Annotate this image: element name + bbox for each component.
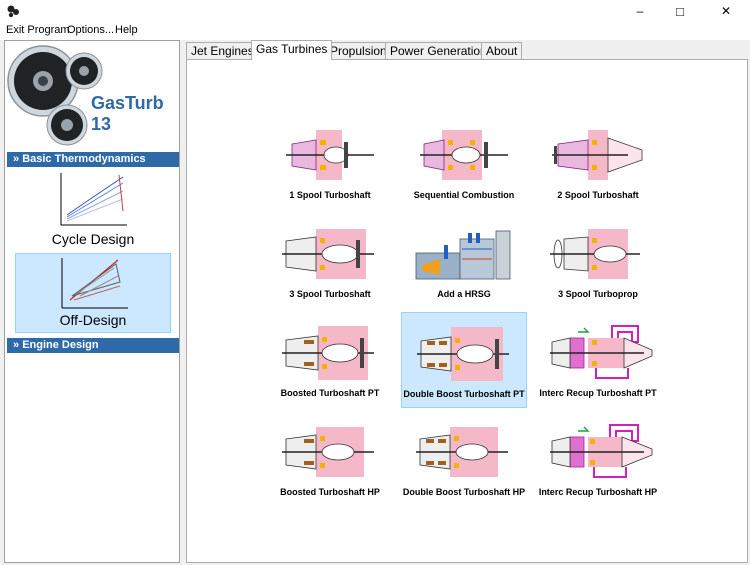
- engine-item[interactable]: Interc Recup Turboshaft HP: [535, 411, 661, 507]
- menu-exit-program[interactable]: Exit Program: [6, 24, 70, 36]
- engine-item-label: Double Boost Turboshaft PT: [403, 389, 525, 399]
- nav-cycle-design-label: Cycle Design: [51, 231, 135, 247]
- engine-item[interactable]: Double Boost Turboshaft PT: [401, 312, 527, 408]
- hrsg-icon: [415, 230, 511, 280]
- engine-grid-panel: 1 Spool Turboshaft Sequential Combustion…: [186, 59, 748, 563]
- menu-help[interactable]: Help: [115, 24, 138, 36]
- engine-item-label: 3 Spool Turboprop: [558, 289, 638, 299]
- nav-off-design-label: Off-Design: [59, 312, 127, 328]
- gasturb-logo: [7, 45, 103, 146]
- engine-item-label: Boosted Turboshaft HP: [280, 487, 380, 497]
- interc-recup-turboshaft-hp-icon: [550, 424, 653, 478]
- engine-item[interactable]: Sequential Combustion: [401, 114, 527, 210]
- engine-item-label: Sequential Combustion: [413, 190, 515, 200]
- engine-item[interactable]: Double Boost Turboshaft HP: [401, 411, 527, 507]
- engine-item[interactable]: 1 Spool Turboshaft: [267, 114, 393, 210]
- minimize-button[interactable]: –: [620, 0, 660, 22]
- close-button[interactable]: ✕: [706, 0, 746, 22]
- engine-item[interactable]: 3 Spool Turboprop: [535, 213, 661, 309]
- close-icon: ✕: [720, 4, 732, 18]
- turboprop-3spool-icon: [550, 229, 640, 279]
- engine-item[interactable]: Boosted Turboshaft PT: [267, 312, 393, 408]
- cycle-chart-icon: [60, 173, 127, 226]
- sequential-combustion-icon: [420, 130, 508, 180]
- engine-item-label: Boosted Turboshaft PT: [280, 388, 380, 398]
- offdesign-chart-icon: [61, 258, 128, 309]
- boosted-turboshaft-hp-icon: [282, 427, 374, 477]
- nav-off-design[interactable]: Off-Design: [15, 253, 171, 333]
- engine-item[interactable]: Interc Recup Turboshaft PT: [535, 312, 661, 408]
- nav-cycle-design[interactable]: Cycle Design: [15, 171, 171, 251]
- tab-jet-engines[interactable]: Jet Engines: [186, 42, 259, 60]
- engine-item[interactable]: 2 Spool Turboshaft: [535, 114, 661, 210]
- double-boost-turboshaft-pt-icon: [417, 327, 509, 381]
- engine-item[interactable]: 3 Spool Turboshaft: [267, 213, 393, 309]
- engine-item-label: 2 Spool Turboshaft: [557, 190, 639, 200]
- maximize-icon: □: [676, 3, 684, 19]
- engine-item[interactable]: Add a HRSG: [401, 213, 527, 309]
- interc-recup-turboshaft-pt-icon: [550, 325, 653, 379]
- engine-item-label: Interc Recup Turboshaft HP: [538, 487, 658, 497]
- basic-thermodynamics-header[interactable]: » Basic Thermodynamics: [7, 152, 179, 167]
- menu-options[interactable]: Options...: [67, 24, 115, 36]
- maximize-button[interactable]: □: [660, 0, 700, 22]
- engine-item[interactable]: Boosted Turboshaft HP: [267, 411, 393, 507]
- menu-bar: Exit Program Options... Help: [0, 22, 750, 40]
- engine-item-label: 3 Spool Turboshaft: [289, 289, 371, 299]
- logo-text: GasTurb 13: [91, 93, 164, 134]
- sidebar: GasTurb 13 » Basic Thermodynamics Cycle …: [4, 40, 180, 563]
- turboshaft-1spool-icon: [286, 130, 374, 180]
- tab-power-generation[interactable]: Power Generation: [385, 42, 492, 60]
- title-bar: – □ ✕: [0, 0, 750, 22]
- tab-gas-turbines[interactable]: Gas Turbines: [251, 40, 333, 60]
- turboshaft-2spool-icon: [552, 130, 643, 180]
- turboshaft-3spool-icon: [282, 229, 374, 279]
- engine-item-label: Add a HRSG: [437, 289, 491, 299]
- minimize-icon: –: [636, 4, 644, 18]
- gasturb-icon[interactable]: [6, 4, 20, 18]
- tab-about[interactable]: About: [481, 42, 523, 60]
- double-chevron-right-icon: »: [13, 339, 20, 351]
- boosted-turboshaft-pt-icon: [282, 326, 374, 380]
- double-chevron-down-icon: »: [13, 153, 20, 165]
- engine-design-header[interactable]: » Engine Design: [7, 338, 179, 353]
- engine-item-label: 1 Spool Turboshaft: [289, 190, 371, 200]
- double-boost-turboshaft-hp-icon: [416, 427, 508, 477]
- engine-item-label: Double Boost Turboshaft HP: [402, 487, 526, 497]
- engine-item-label: Interc Recup Turboshaft PT: [539, 388, 657, 398]
- tab-propulsion[interactable]: Propulsion: [325, 42, 392, 60]
